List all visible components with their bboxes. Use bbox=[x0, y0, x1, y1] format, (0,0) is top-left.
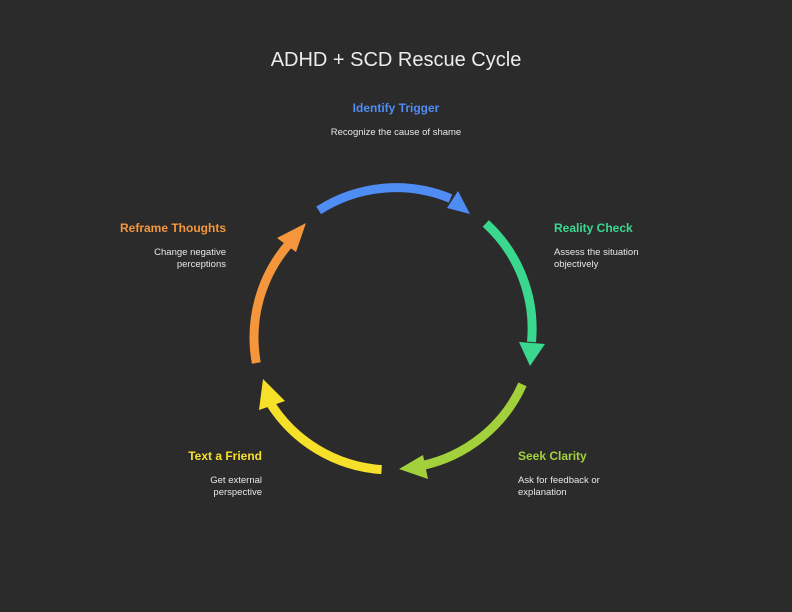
arrow-reality-check bbox=[482, 220, 537, 343]
step-text-a-friend-label: Text a Friend bbox=[188, 449, 262, 463]
step-reality-check-label: Reality Check bbox=[554, 221, 633, 235]
arrowhead-reality-check bbox=[519, 342, 545, 366]
arrowhead-reframe-thoughts bbox=[277, 223, 306, 252]
diagram-title: ADHD + SCD Rescue Cycle bbox=[270, 49, 522, 71]
step-text-a-friend-desc: Get external perspective bbox=[210, 475, 262, 498]
step-identify-trigger-desc: Recognize the cause of shame bbox=[330, 127, 462, 138]
step-reframe-thoughts-desc: Change negative perceptions bbox=[154, 247, 226, 270]
arrow-identify-trigger bbox=[316, 183, 453, 215]
step-seek-clarity-desc: Ask for feedback or explanation bbox=[518, 475, 600, 498]
arrowhead-text-a-friend bbox=[259, 379, 285, 410]
step-reframe-thoughts-label: Reframe Thoughts bbox=[119, 221, 226, 235]
arrowhead-seek-clarity bbox=[399, 455, 428, 479]
step-reality-check-desc: Assess the situation objectively bbox=[554, 247, 639, 270]
arrow-seek-clarity bbox=[420, 382, 527, 471]
arrowhead-identify-trigger bbox=[447, 191, 470, 214]
arrow-text-a-friend bbox=[265, 399, 382, 475]
arrow-reframe-thoughts bbox=[249, 240, 293, 364]
step-identify-trigger-label: Identify Trigger bbox=[352, 101, 440, 115]
step-seek-clarity-label: Seek Clarity bbox=[518, 449, 587, 463]
